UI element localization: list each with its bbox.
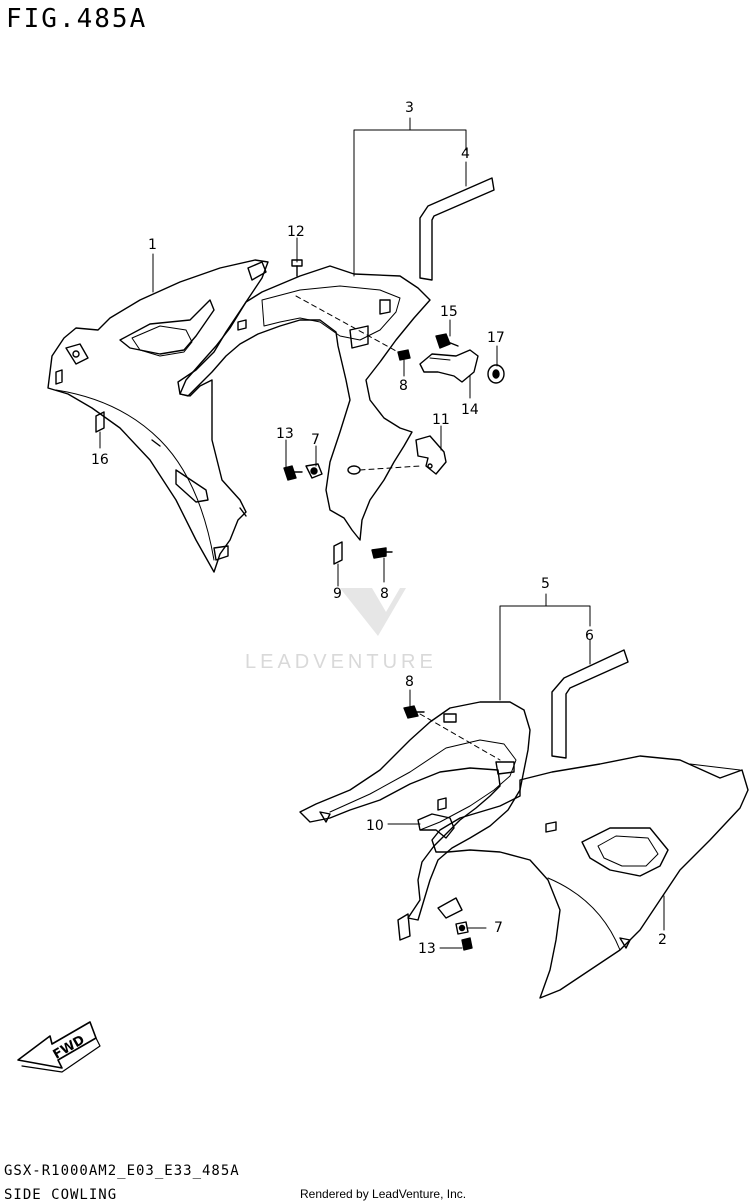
callout-3: 3 — [405, 100, 414, 116]
callout-4: 4 — [461, 146, 470, 162]
screw-part-8-upper[interactable] — [397, 349, 411, 361]
bolt-part-15[interactable] — [435, 333, 459, 349]
watermark-text: LEADVENTURE — [245, 651, 437, 673]
side-cowling-right[interactable] — [431, 755, 749, 999]
nut-part-7-upper[interactable] — [305, 463, 323, 479]
trim-strip-upper[interactable] — [419, 177, 495, 281]
model-code: GSX-R1000AM2_E03_E33_485A — [4, 1163, 240, 1179]
inner-cowling-left[interactable] — [179, 261, 431, 541]
leadventure-logo-watermark — [340, 588, 406, 636]
callout-16: 16 — [91, 452, 109, 468]
bracket-part-11[interactable] — [415, 435, 447, 475]
callout-7-lower: 7 — [494, 920, 503, 936]
rendered-by-credit: Rendered by LeadVenture, Inc. — [300, 1187, 467, 1201]
grommet-part-17[interactable] — [487, 364, 505, 384]
figure-description: SIDE COWLING — [4, 1187, 118, 1203]
callout-8-right: 8 — [405, 674, 414, 690]
figure-title: FIG.485A — [6, 4, 148, 34]
callout-12: 12 — [287, 224, 305, 240]
callout-17: 17 — [487, 330, 505, 346]
callout-1: 1 — [148, 237, 157, 253]
callout-10: 10 — [366, 818, 384, 834]
side-cowling-left[interactable] — [47, 259, 269, 573]
label-part-16[interactable] — [95, 411, 105, 433]
bracket-part-14[interactable] — [419, 349, 479, 383]
callout-13-lower: 13 — [418, 941, 436, 957]
callout-13-upper: 13 — [276, 426, 294, 442]
screw-part-8-lower[interactable] — [371, 547, 393, 559]
screw-part-8-right[interactable] — [403, 705, 425, 719]
bolt-part-13-lower[interactable] — [461, 937, 473, 951]
callout-5: 5 — [541, 576, 550, 592]
callout-15: 15 — [440, 304, 458, 320]
label-part-9[interactable] — [333, 541, 343, 565]
callout-8-lower: 8 — [380, 586, 389, 602]
callout-14: 14 — [461, 402, 479, 418]
callout-2: 2 — [658, 932, 667, 948]
callout-6: 6 — [585, 628, 594, 644]
bracket-part-10[interactable] — [417, 797, 455, 839]
callout-7-upper: 7 — [311, 432, 320, 448]
callout-8-upper: 8 — [399, 378, 408, 394]
nut-part-7-lower[interactable] — [455, 921, 469, 935]
callout-9: 9 — [333, 586, 342, 602]
bolt-part-13-upper[interactable] — [283, 465, 303, 481]
forward-direction-arrow: FWD — [17, 1021, 101, 1073]
trim-strip-lower[interactable] — [551, 649, 629, 759]
callout-11: 11 — [432, 412, 450, 428]
inner-cowling-right[interactable] — [299, 701, 531, 941]
